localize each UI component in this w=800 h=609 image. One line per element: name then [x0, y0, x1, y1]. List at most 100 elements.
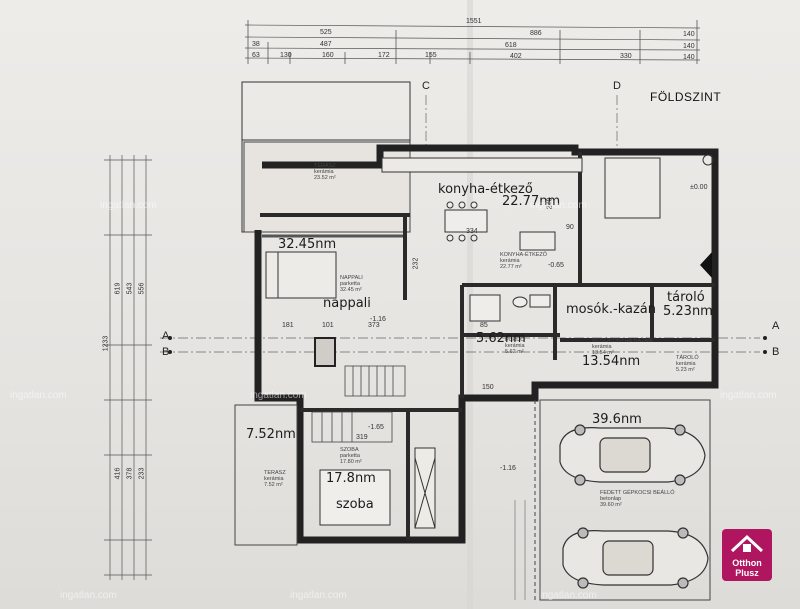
axis-label-a-left: A: [162, 330, 170, 342]
entrance-arrow: [700, 252, 712, 278]
level-m116-living: -1.16: [370, 316, 386, 323]
stairs: [311, 365, 406, 443]
dim-left-f: 378: [126, 467, 134, 480]
watermark: ingatlan.com: [540, 590, 597, 601]
dim-150: 150: [482, 384, 494, 391]
dim-334: 334: [466, 228, 478, 235]
dim-232: 232: [412, 257, 420, 270]
sofa: [265, 251, 337, 299]
level-m165: -1.65: [368, 424, 384, 431]
level-m065: -0.65: [548, 262, 564, 269]
dim-r4-c: 160: [322, 52, 334, 59]
axis-label-c: C: [422, 80, 430, 92]
axis-label-d: D: [613, 80, 621, 92]
ramp: [514, 500, 526, 600]
dim-left-g: 233: [138, 467, 146, 480]
dim-total-width: 1551: [466, 18, 482, 25]
label-terasz-area: 7.52nm: [246, 427, 296, 442]
floor-title: FÖLDSZINT: [650, 90, 722, 104]
watermark: ingatlan.com: [720, 390, 777, 401]
dim-373: 373: [368, 322, 380, 329]
kitchen-counter: [381, 157, 661, 251]
dim-left-c: 543: [126, 282, 134, 295]
bed: [319, 469, 391, 526]
axis-label-a-right: A: [772, 320, 780, 332]
dim-90: 90: [566, 224, 574, 231]
dim-left-e: 416: [114, 467, 122, 480]
dim-r4-g: 330: [620, 53, 632, 60]
garage-outline: [534, 399, 711, 601]
terrace-floor: [243, 141, 411, 233]
dim-left-d: 556: [138, 282, 146, 295]
dim-r4-h: 140: [683, 54, 695, 61]
dim-top-b: 886: [530, 30, 542, 37]
logo-line-2: Plusz: [735, 568, 759, 578]
label-mosok-area: 13.54nm: [582, 354, 641, 369]
label-tarolo-area: 5.23nm: [663, 304, 713, 319]
dim-r3-b: 487: [320, 41, 332, 48]
lower-terrace: [234, 404, 298, 546]
dim-top-a: 525: [320, 29, 332, 36]
level-pm0: ±0.00: [690, 184, 708, 191]
dim-left-total: 1233: [102, 335, 110, 352]
drain-symbol: [702, 154, 714, 166]
label-konyha-area: 22.77nm: [502, 194, 561, 209]
outer-walls: [254, 144, 719, 544]
label-garage-area: 39.6nm: [592, 412, 642, 427]
dim-181: 181: [282, 322, 294, 329]
otthon-plusz-logo: Otthon Plusz: [722, 529, 772, 581]
dim-85: 85: [480, 322, 488, 329]
axis-label-b-right: B: [772, 346, 780, 358]
dim-r3-a: 38: [252, 41, 260, 48]
dim-left-b: 619: [114, 282, 122, 295]
bathroom-fixtures: [469, 294, 551, 322]
level-m116-garage: -1.16: [500, 465, 516, 472]
dim-r3-c: 618: [505, 42, 517, 49]
label-szoba-area: 17.8nm: [326, 471, 376, 486]
top-dimension-lines: [244, 20, 701, 64]
watermark: ingatlan.com: [250, 390, 307, 401]
dim-r4-d: 172: [378, 52, 390, 59]
car-bottom: [562, 527, 709, 589]
car-top: [559, 424, 706, 486]
dim-r3-d: 140: [683, 43, 695, 50]
dim-101: 101: [322, 322, 334, 329]
dim-r4-b: 130: [280, 52, 292, 59]
watermark: ingatlan.com: [60, 590, 117, 601]
label-konyha: konyha-étkező: [438, 182, 533, 197]
dining-table: [444, 201, 488, 242]
watermark: ingatlan.com: [530, 200, 587, 211]
wardrobe: [414, 447, 436, 529]
label-mosok: mosók.-kazán: [566, 302, 656, 317]
label-nappali: nappali: [323, 296, 371, 311]
section-markers: [168, 336, 767, 354]
label-nappali-area: 32.45nm: [278, 237, 337, 252]
label-furdo-area: 5.62nm: [476, 331, 526, 346]
dim-r4-e: 155: [425, 52, 437, 59]
watermark: ingatlan.com: [100, 200, 157, 211]
axis-label-b-left: B: [162, 346, 170, 358]
watermark: ingatlan.com: [290, 590, 347, 601]
watermark: ingatlan.com: [10, 390, 67, 401]
dim-319: 319: [356, 434, 368, 441]
dim-r4-a: 63: [252, 52, 260, 59]
fireplace: [314, 337, 336, 367]
house-icon: [730, 534, 764, 553]
left-dimension-lines: [104, 155, 152, 580]
inner-walls: [260, 152, 715, 540]
label-tarolo: tároló: [667, 290, 705, 305]
dim-top-c: 140: [683, 31, 695, 38]
logo-line-1: Otthon: [732, 558, 762, 568]
dim-r4-f: 402: [510, 53, 522, 60]
